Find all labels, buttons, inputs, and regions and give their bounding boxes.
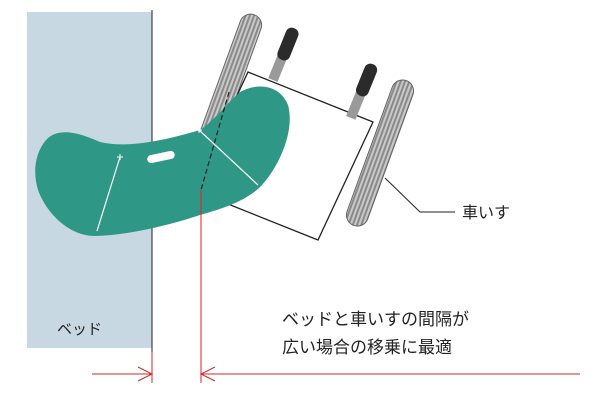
caption-line-1: ベッドと車いすの間隔が (282, 310, 469, 330)
wheelchair-handle-right (346, 63, 378, 120)
wheelchair-front-wheel (345, 79, 415, 227)
board-width-line-right (198, 129, 259, 186)
board-mark-left (117, 154, 123, 160)
bed-label: ベッド (57, 320, 103, 338)
transfer-board (35, 86, 290, 237)
caption: ベッドと車いすの間隔が 広い場合の移乗に最適 (282, 306, 469, 362)
wheelchair-handle-left (268, 27, 299, 82)
caption-line-2: 広い場合の移乗に最適 (282, 338, 452, 358)
board-hand-hole (147, 150, 175, 164)
board-width-line-left (96, 156, 121, 232)
gap-dimension (92, 366, 580, 382)
wheelchair-label: 車いす (462, 203, 511, 222)
board-mark-right (196, 127, 202, 133)
seat-edge-hidden (200, 91, 230, 191)
wheelchair-leader-line (384, 177, 455, 213)
